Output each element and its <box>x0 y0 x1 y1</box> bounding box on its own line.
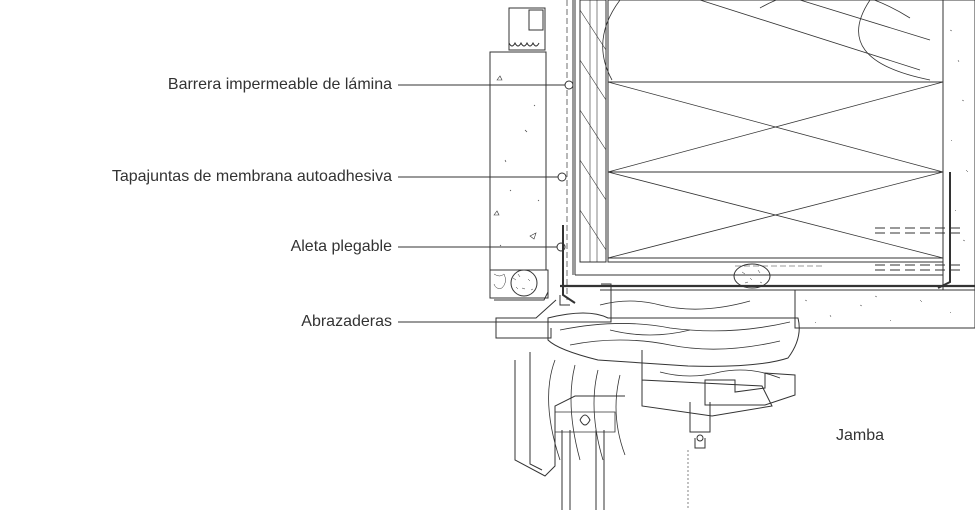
wall-layers <box>566 0 607 300</box>
label-abrazaderas: Abrazaderas <box>301 313 392 330</box>
label-aleta-plegable: Aleta plegable <box>290 238 392 255</box>
leader-abrazaderas <box>398 283 612 323</box>
framing-box <box>602 0 944 263</box>
interior-wall <box>875 0 975 291</box>
callout-dot-tapajuntas <box>557 172 567 182</box>
label-jamba: Jamba <box>836 427 885 444</box>
window-frame <box>495 295 800 510</box>
exterior-cladding <box>489 7 547 271</box>
fold-flap <box>562 225 576 304</box>
label-tapajuntas: Tapajuntas de membrana autoadhesiva <box>111 168 392 185</box>
sealant-backer-rod <box>489 269 549 301</box>
callout-dot-barrera <box>564 80 574 90</box>
label-barrera-impermeable: Barrera impermeable de lámina <box>167 76 392 93</box>
sill-slab <box>560 263 975 329</box>
